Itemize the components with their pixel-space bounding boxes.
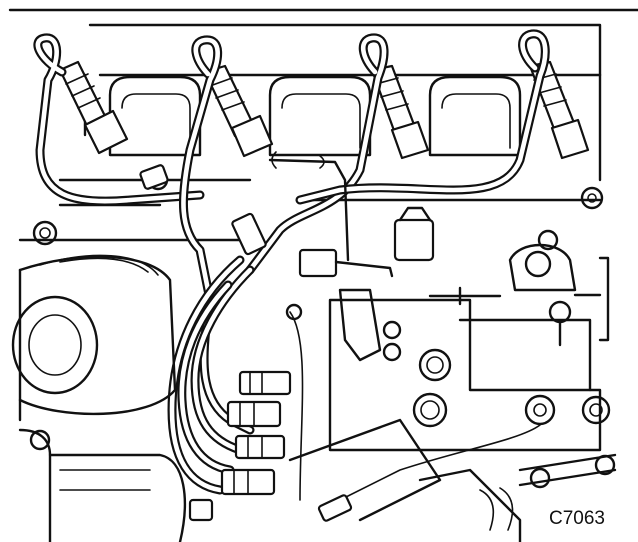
injector-2 xyxy=(203,64,274,158)
injector-1 xyxy=(58,60,129,155)
starter-housing xyxy=(18,428,214,542)
engine-block-lower xyxy=(288,418,522,542)
injector-pipes xyxy=(33,29,550,495)
injector-3 xyxy=(370,64,430,160)
figure-reference-code: C7063 xyxy=(549,508,605,529)
cylinder-head xyxy=(8,8,638,246)
injection-pump xyxy=(220,206,611,522)
oil-filter xyxy=(11,254,177,422)
throttle-linkage xyxy=(479,453,617,531)
pipe-clips xyxy=(139,164,394,278)
